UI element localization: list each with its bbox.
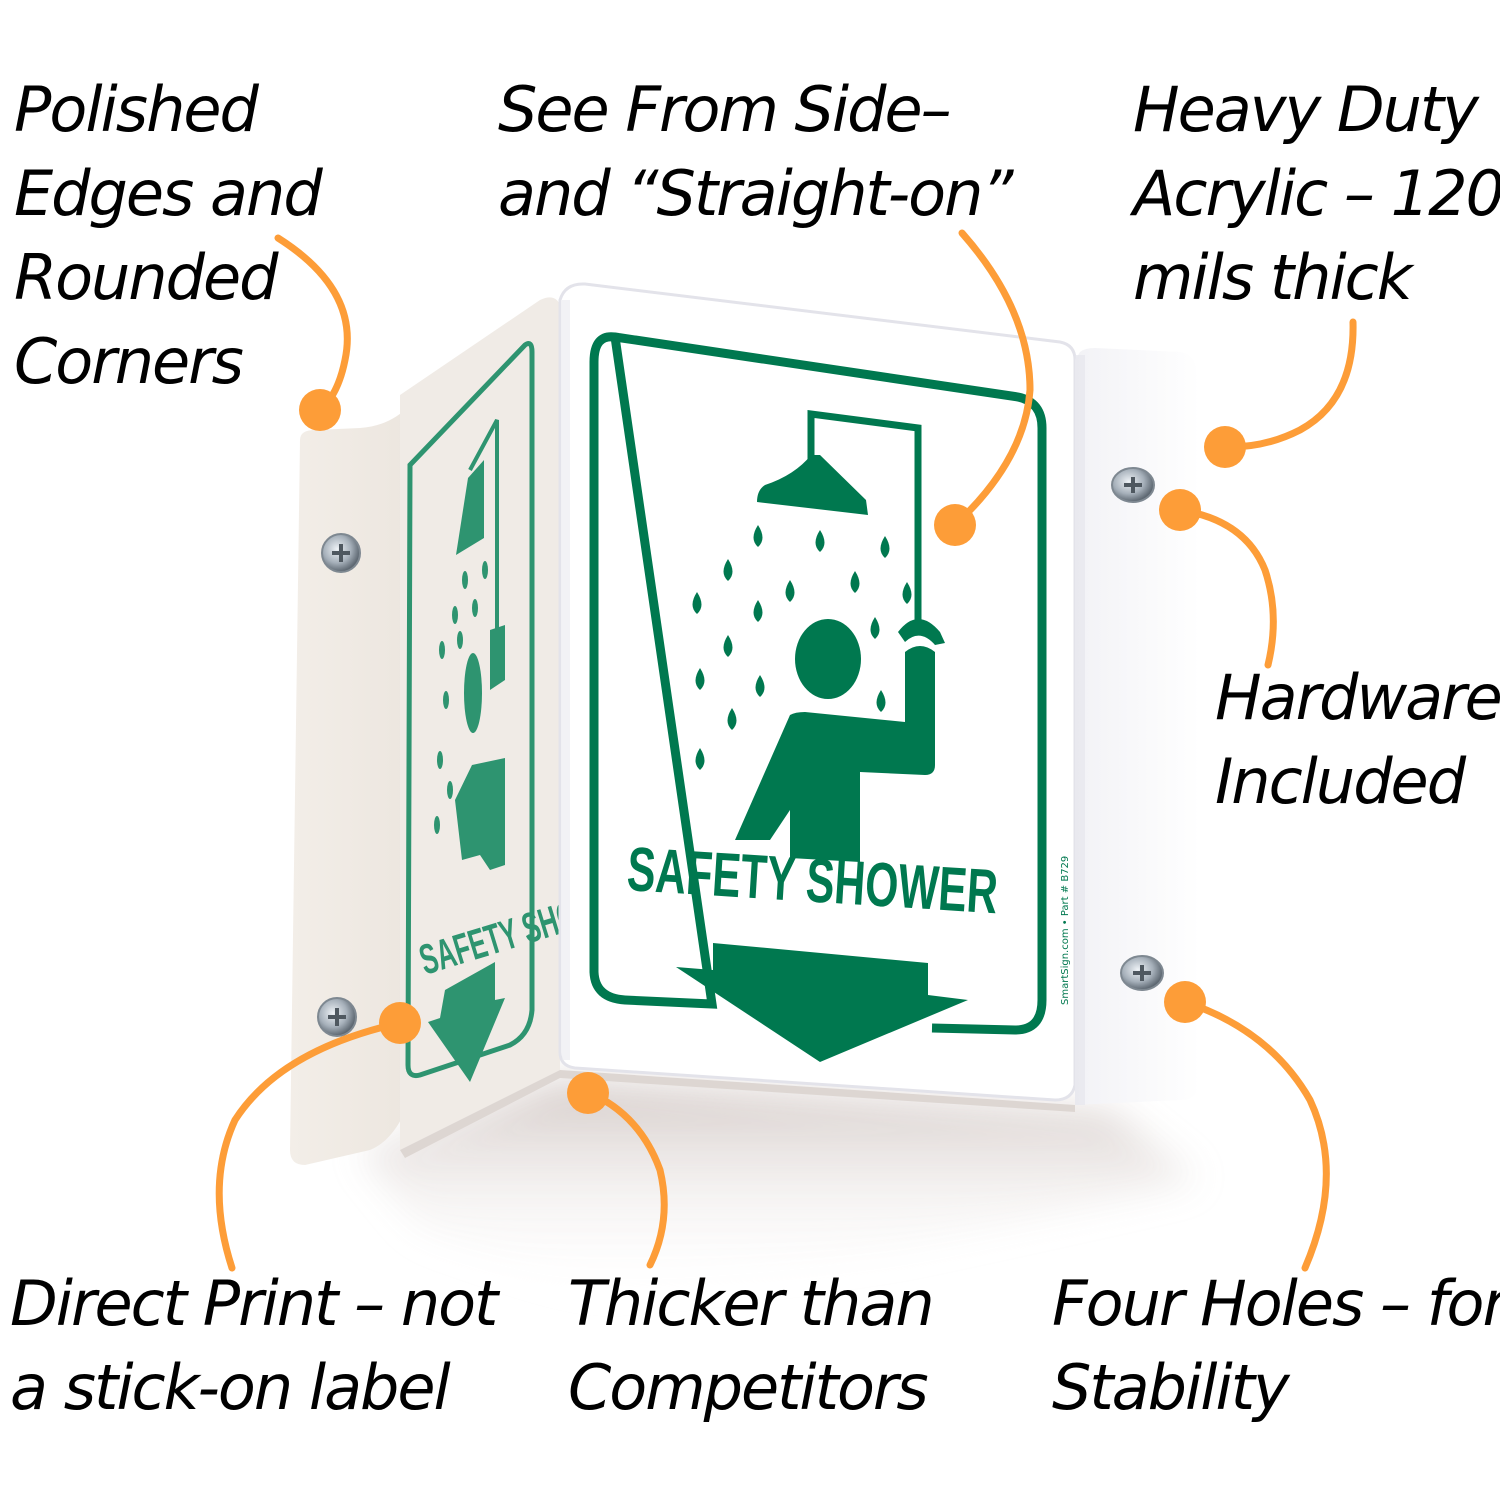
callout-line: Included bbox=[1215, 745, 1466, 818]
screw-icon bbox=[1120, 955, 1164, 991]
callout-leaders bbox=[215, 229, 1357, 1272]
callout-line: Rounded bbox=[14, 241, 278, 314]
callout-line: mils thick bbox=[1133, 241, 1413, 314]
sign-shadow bbox=[360, 1080, 1200, 1300]
callout-line: Competitors bbox=[568, 1351, 929, 1424]
person-icon bbox=[735, 619, 935, 862]
fine-print: SmartSign.com • Part # B729 bbox=[1060, 856, 1071, 1005]
right-flange bbox=[1075, 348, 1200, 1105]
callout-polished-edges: Polished Edges and Rounded Corners bbox=[14, 68, 323, 404]
callout-dot bbox=[1159, 489, 1201, 531]
leader-direct-print bbox=[215, 1019, 404, 1272]
callout-line: Corners bbox=[14, 325, 244, 398]
callout-dot bbox=[567, 1072, 609, 1114]
leader-thicker bbox=[586, 1089, 668, 1269]
callout-dot bbox=[934, 504, 976, 546]
callout-see-from-side: See From Side– and “Straight-on” bbox=[498, 68, 1014, 236]
callout-line: Thicker than bbox=[568, 1267, 935, 1340]
callout-line: Stability bbox=[1052, 1351, 1290, 1424]
callout-line: Four Holes – for bbox=[1052, 1267, 1500, 1340]
callout-hardware: Hardware Included bbox=[1215, 656, 1500, 824]
callout-line: a stick-on label bbox=[10, 1351, 451, 1424]
leader-hardware bbox=[1176, 506, 1277, 669]
leader-see-from-side bbox=[951, 229, 1034, 529]
left-flange bbox=[290, 405, 410, 1165]
callout-line: Heavy Duty bbox=[1133, 73, 1479, 146]
callout-line: See From Side– bbox=[498, 73, 952, 146]
callout-thicker: Thicker than Competitors bbox=[568, 1262, 935, 1430]
callout-dot bbox=[1164, 981, 1206, 1023]
callout-direct-print: Direct Print – not a stick-on label bbox=[10, 1262, 498, 1430]
callout-line: Edges and bbox=[14, 157, 323, 230]
callout-dot bbox=[379, 1002, 421, 1044]
screw-icon-group bbox=[317, 467, 1164, 1037]
screw-icon bbox=[317, 997, 357, 1037]
shower-head-icon bbox=[757, 455, 868, 515]
screw-icon bbox=[1111, 467, 1155, 503]
callout-line: Hardware bbox=[1215, 661, 1500, 734]
callout-heavy-duty: Heavy Duty Acrylic – 120 mils thick bbox=[1133, 68, 1500, 320]
callout-line: and “Straight-on” bbox=[498, 157, 1014, 230]
callout-four-holes: Four Holes – for Stability bbox=[1052, 1262, 1500, 1430]
front-sign-panel: SAFETY SHOWER SmartSign.com • Part # B72… bbox=[558, 282, 1077, 1102]
down-arrow-icon bbox=[676, 943, 968, 1062]
callout-line: Polished bbox=[14, 73, 259, 146]
callout-dot bbox=[1204, 426, 1246, 468]
side-sign-panel: SAFETY SHOWER bbox=[400, 297, 640, 1151]
leader-four-holes bbox=[1181, 998, 1330, 1272]
side-down-arrow-icon bbox=[428, 962, 505, 1082]
leader-heavy-duty bbox=[1221, 318, 1357, 451]
callout-line: Acrylic – 120 bbox=[1133, 157, 1500, 230]
callout-dots bbox=[299, 389, 1246, 1114]
sign-bottom-edge bbox=[400, 1070, 1075, 1158]
callout-dot bbox=[299, 389, 341, 431]
callout-line: Direct Print – not bbox=[10, 1267, 498, 1340]
water-drops bbox=[692, 525, 912, 770]
screw-icon bbox=[321, 533, 361, 573]
